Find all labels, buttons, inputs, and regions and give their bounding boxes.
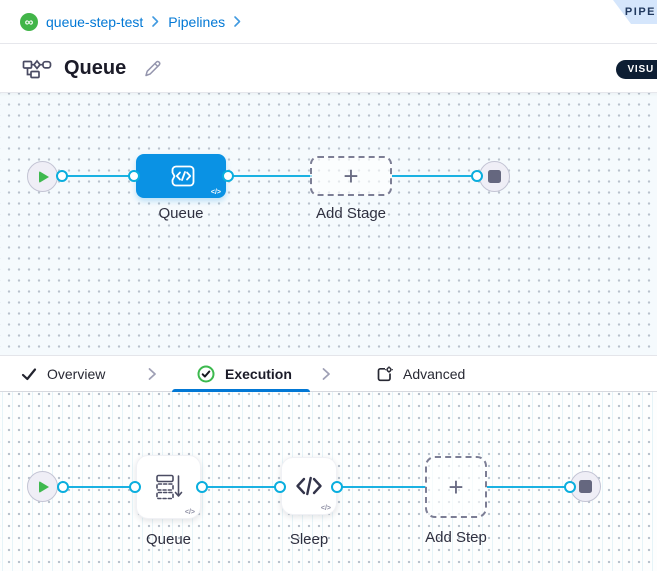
tab-overview[interactable]: Overview	[21, 356, 105, 392]
play-icon	[39, 480, 49, 493]
connector-port[interactable]	[57, 481, 69, 493]
step-node-queue[interactable]: </>	[136, 455, 201, 519]
start-node	[27, 471, 58, 502]
end-node	[479, 161, 510, 192]
step-label: Sleep	[289, 531, 329, 548]
stage-label: Queue	[158, 205, 204, 222]
add-stage-button[interactable]: +	[310, 156, 392, 196]
tab-execution[interactable]: Execution	[197, 356, 292, 392]
check-circle-icon	[197, 365, 215, 383]
connector-line	[63, 486, 135, 488]
connector-line	[392, 175, 478, 177]
add-step-button[interactable]: +	[425, 456, 487, 518]
tab-bar: Overview Execution	[0, 355, 657, 392]
chevron-right-icon	[147, 367, 158, 386]
connector-port[interactable]	[564, 481, 576, 493]
chevron-right-icon	[321, 367, 332, 386]
stop-icon	[488, 170, 501, 183]
stage-node-queue[interactable]: </>	[136, 154, 226, 198]
tab-label: Overview	[47, 366, 106, 382]
code-badge-icon: </>	[184, 509, 195, 516]
pipeline-studio-badge[interactable]: PIPE	[613, 0, 657, 24]
connector-port[interactable]	[196, 481, 208, 493]
active-tab-underline	[172, 389, 310, 392]
stage-label: Add Stage	[315, 205, 387, 222]
pipeline-icon	[22, 56, 52, 80]
stage-canvas[interactable]: </> Queue + Add Stage	[0, 93, 657, 355]
queue-step-icon	[155, 473, 183, 501]
step-label: Queue	[145, 531, 192, 548]
code-icon	[294, 471, 324, 501]
connector-line	[487, 486, 571, 488]
title-bar: Queue VISU	[0, 44, 657, 93]
connector-port[interactable]	[129, 481, 141, 493]
breadcrumb-link-pipelines[interactable]: Pipelines	[168, 13, 226, 30]
step-canvas[interactable]: </> Queue </> Sleep + Add Step	[0, 392, 657, 571]
connector-port[interactable]	[56, 170, 68, 182]
connector-line	[62, 175, 134, 177]
plus-icon: +	[448, 472, 464, 502]
connector-line	[228, 175, 312, 177]
code-badge-icon: </>	[320, 505, 331, 512]
chevron-right-icon	[233, 15, 242, 28]
step-label: Add Step	[425, 529, 487, 546]
breadcrumb: ∞ queue-step-test Pipelines	[20, 12, 242, 31]
stop-icon	[579, 480, 592, 493]
breadcrumb-link-project[interactable]: queue-step-test	[46, 13, 144, 30]
connector-port[interactable]	[274, 481, 286, 493]
connector-port[interactable]	[222, 170, 234, 182]
visual-yaml-toggle[interactable]: VISU	[616, 60, 657, 79]
tab-label: Execution	[225, 366, 292, 382]
start-node	[27, 161, 58, 192]
advanced-gear-icon	[376, 365, 393, 383]
project-icon: ∞	[20, 12, 38, 31]
connector-port[interactable]	[128, 170, 140, 182]
chevron-right-icon	[151, 15, 160, 28]
play-icon	[39, 170, 49, 183]
connector-port[interactable]	[471, 170, 483, 182]
ci-stage-icon	[164, 162, 199, 190]
step-node-sleep[interactable]: </>	[281, 457, 337, 515]
tab-advanced[interactable]: Advanced	[376, 356, 465, 392]
breadcrumb-bar: ∞ queue-step-test Pipelines PIPE	[0, 0, 657, 44]
page-title: Queue	[64, 56, 127, 79]
edit-pencil-icon[interactable]	[142, 58, 163, 79]
tab-label: Advanced	[403, 366, 466, 382]
plus-icon: +	[343, 161, 359, 191]
connector-line	[201, 486, 282, 488]
connector-line	[338, 486, 426, 488]
code-badge-icon: </>	[210, 189, 221, 196]
check-icon	[21, 366, 37, 382]
connector-port[interactable]	[331, 481, 343, 493]
